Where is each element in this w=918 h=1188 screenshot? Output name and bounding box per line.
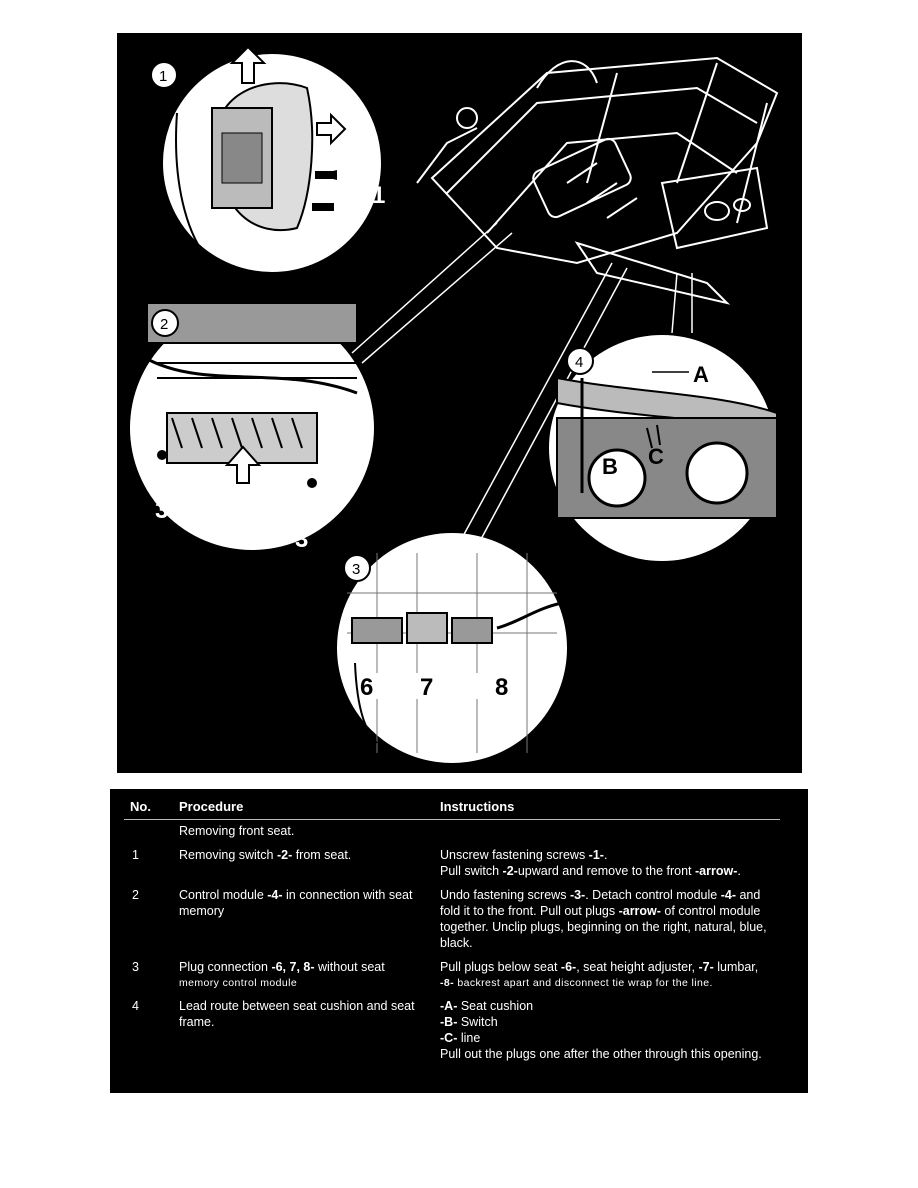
header-no: No. — [130, 799, 151, 814]
callout-6: 6 — [360, 674, 373, 701]
header-procedure: Procedure — [179, 799, 244, 814]
callout-A: A — [693, 362, 709, 387]
row-0-procedure: Removing front seat. — [179, 824, 295, 838]
row-1-procedure: Removing switch -2- from seat. — [179, 848, 352, 862]
callout-1-bold: 1 — [372, 182, 385, 209]
callout-C: C — [648, 444, 664, 469]
header-instructions: Instructions — [440, 799, 515, 814]
row-4-instruction-3: -C- line — [440, 1031, 481, 1045]
detail-circle-4: 4 A B C — [549, 335, 778, 561]
callout-7: 7 — [420, 674, 433, 701]
callout-3-right: 3 — [295, 526, 308, 553]
callout-3-left: 3 — [155, 497, 168, 524]
callout-4-bold: 4 — [247, 486, 261, 513]
row-3-instruction-1: Pull plugs below seat -6-, seat height a… — [440, 960, 759, 974]
detail-circle-1: 1 — [150, 45, 381, 272]
seat-diagram-figure: 1 2 1 2 3 4 3 — [117, 33, 802, 773]
detail-circle-3: 3 6 7 8 — [337, 533, 567, 763]
callout-2-top: 2 — [280, 54, 293, 81]
row-4-instruction-2: -B- Switch — [440, 1015, 498, 1029]
callout-B: B — [602, 454, 618, 479]
callout-4-circle: 4 — [575, 354, 583, 371]
callout-3-circle: 3 — [352, 561, 360, 578]
callout-2-circle: 2 — [160, 316, 168, 333]
row-4-no: 4 — [132, 999, 139, 1013]
row-3-no: 3 — [132, 960, 139, 974]
row-1-instruction-2: Pull switch -2-upward and remove to the … — [440, 864, 741, 878]
row-3-procedure-line1: Plug connection -6, 7, 8- without seat — [179, 960, 385, 974]
detail-circle-2: 2 — [130, 302, 374, 550]
header-divider — [124, 819, 780, 820]
row-3-instruction-2: -8- backrest apart and disconnect tie wr… — [440, 977, 713, 989]
row-2-no: 2 — [132, 888, 139, 902]
row-1-instruction-1: Unscrew fastening screws -1-. — [440, 848, 608, 862]
callout-1-circle: 1 — [159, 68, 167, 85]
row-4-instruction-1: -A- Seat cushion — [440, 999, 534, 1013]
row-2-procedure: Control module -4- in connection with se… — [179, 888, 413, 918]
callout-8: 8 — [495, 674, 508, 701]
seat-frame-drawing — [416, 56, 779, 305]
procedure-table: No. Procedure Instructions Removing fron… — [110, 789, 808, 1093]
seat-diagram-svg: 1 2 1 2 3 4 3 — [130, 45, 779, 763]
row-4-instruction-4: Pull out the plugs one after the other t… — [440, 1047, 762, 1061]
row-3-procedure-line2: memory control module — [179, 977, 298, 989]
row-1-no: 1 — [132, 848, 139, 862]
row-4-procedure: Lead route between seat cushion and seat… — [179, 999, 415, 1029]
row-2-instruction: Undo fastening screws -3-. Detach contro… — [440, 888, 767, 950]
